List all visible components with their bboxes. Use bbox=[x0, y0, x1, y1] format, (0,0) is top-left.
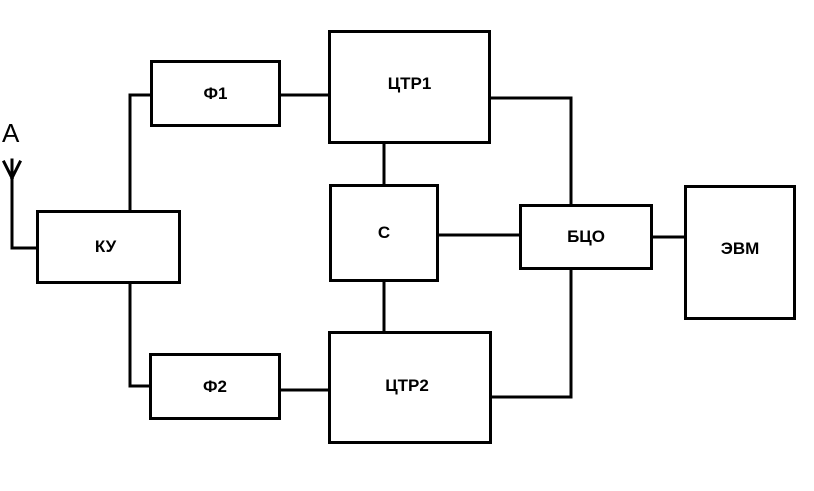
block-f1-label: Ф1 bbox=[203, 83, 228, 103]
block-bco-label: БЦО bbox=[567, 227, 605, 246]
block-c: С bbox=[329, 184, 439, 282]
block-ctr1-label: ЦТР1 bbox=[387, 74, 432, 93]
block-f2: Ф2 bbox=[149, 353, 281, 420]
block-ctr1: ЦТР1 bbox=[328, 30, 491, 144]
antenna-label: A bbox=[2, 118, 20, 148]
block-f1: Ф1 bbox=[150, 60, 281, 127]
block-f2-label: Ф2 bbox=[203, 376, 227, 396]
ku-to-f1-line bbox=[128, 93, 152, 212]
block-bco: БЦО bbox=[519, 204, 653, 270]
block-c-label: С bbox=[377, 223, 391, 242]
ctr1-to-bco-line bbox=[489, 96, 573, 206]
ctr2-to-bco-line bbox=[490, 268, 573, 399]
antenna-arm-right bbox=[9, 159, 23, 181]
block-ku: КУ bbox=[36, 210, 181, 284]
block-evm-label: ЭВМ bbox=[720, 238, 760, 258]
block-ctr2-label: ЦТР2 bbox=[385, 375, 429, 395]
antenna-arm-left bbox=[1, 159, 15, 181]
block-ctr2: ЦТР2 bbox=[328, 331, 492, 444]
block-evm: ЭВМ bbox=[684, 185, 796, 320]
ku-to-f2-line bbox=[128, 282, 151, 388]
block-ku-label: КУ bbox=[94, 237, 117, 256]
antenna-icon bbox=[1, 158, 38, 250]
